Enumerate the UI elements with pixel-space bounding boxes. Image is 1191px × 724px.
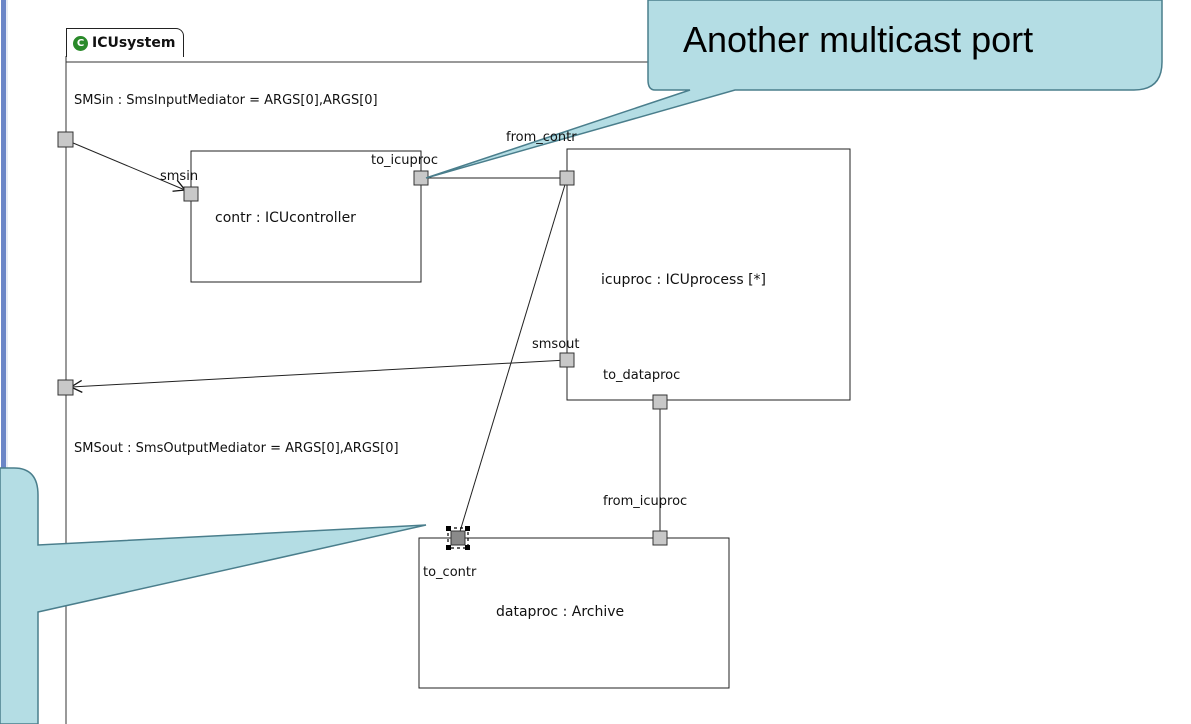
frame-port-smsout[interactable] — [57, 379, 74, 396]
port-label-smsin: smsin — [160, 169, 199, 184]
port-label-smsout: smsout — [532, 337, 580, 352]
callout-top-text: Another multicast port — [683, 19, 1034, 60]
port-from-contr[interactable] — [559, 170, 575, 186]
component-icon: C — [73, 35, 88, 51]
frame-title-tab[interactable]: C ICUsystem — [66, 28, 185, 57]
sms-out-mediator-label: SMSout : SmsOutputMediator = ARGS[0],ARG… — [74, 441, 399, 456]
dataproc-part-label: dataproc : Archive — [496, 604, 625, 620]
connector-smsin[interactable] — [65, 139, 187, 192]
connector-multicast-to-contr[interactable] — [457, 177, 568, 539]
icuproc-part-box[interactable] — [566, 148, 851, 401]
gutter-stripe-light — [6, 0, 8, 724]
selection-outline — [447, 527, 469, 549]
frame-title: ICUsystem — [92, 35, 176, 51]
port-label-to-dataproc: to_dataproc — [603, 368, 681, 383]
selection-handle-se[interactable] — [465, 545, 470, 550]
connector-smsout[interactable] — [69, 359, 568, 393]
gutter-stripe — [1, 0, 6, 724]
port-from-icuproc[interactable] — [652, 530, 668, 546]
contr-part-label: contr : ICUcontroller — [215, 210, 356, 226]
dataproc-part-box[interactable] — [418, 537, 730, 689]
editor-gutter — [0, 0, 8, 724]
port-smsin[interactable] — [183, 186, 199, 202]
sms-in-mediator-label: SMSin : SmsInputMediator = ARGS[0],ARGS[… — [74, 93, 378, 108]
callout-top-shape — [425, 0, 1163, 179]
port-to-icuproc[interactable] — [413, 170, 429, 186]
contr-part-box[interactable] — [190, 150, 422, 283]
selection-handle-sw[interactable] — [446, 545, 451, 550]
port-label-from-icuproc: from_icuproc — [603, 494, 688, 509]
frame-port-smsin[interactable] — [57, 131, 74, 148]
port-to-contr-selected[interactable] — [450, 530, 466, 546]
icuproc-part-label: icuproc : ICUprocess [*] — [601, 272, 766, 288]
port-smsout[interactable] — [559, 352, 575, 368]
port-to-dataproc[interactable] — [652, 394, 668, 410]
selection-handle-nw[interactable] — [446, 526, 451, 531]
callout-bottom-shape — [0, 467, 427, 724]
selection-handle-ne[interactable] — [465, 526, 470, 531]
port-label-to-contr: to_contr — [423, 565, 477, 580]
port-label-to-icuproc: to_icuproc — [371, 153, 438, 168]
port-label-from-contr: from_contr — [506, 130, 577, 145]
